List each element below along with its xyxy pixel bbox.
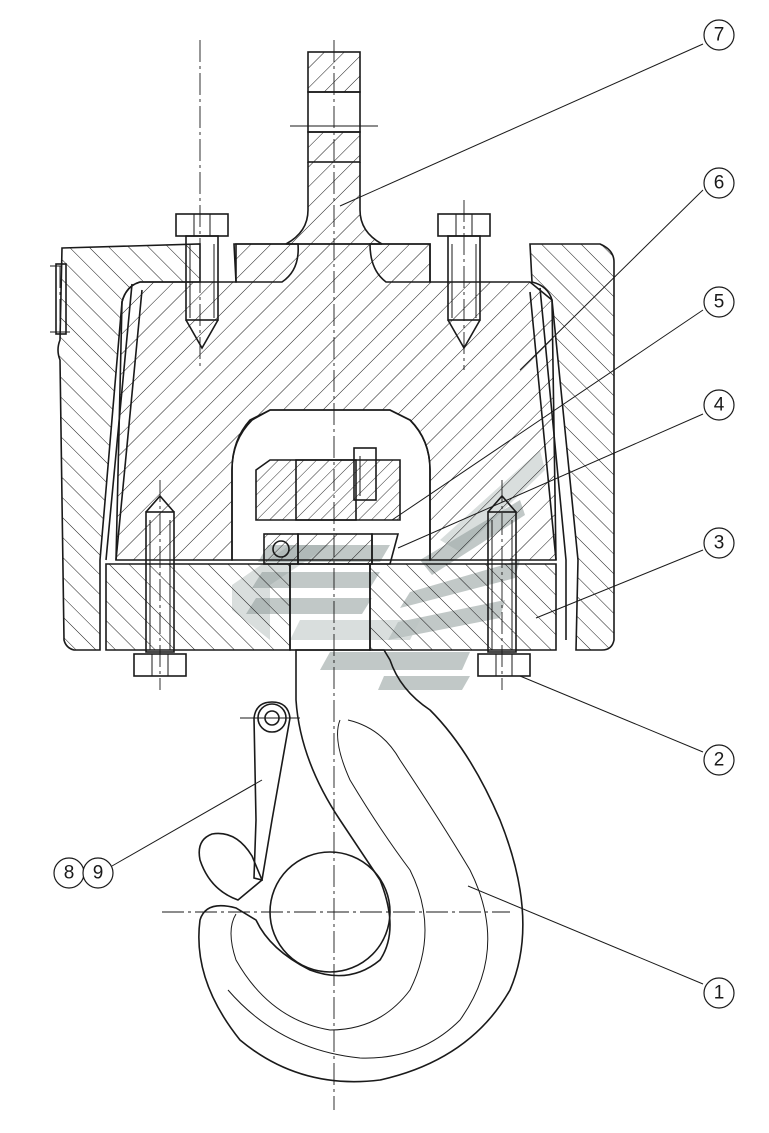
callout-6: 6	[703, 167, 735, 199]
callout-9: 9	[82, 857, 114, 889]
callout-4: 4	[703, 389, 735, 421]
callout-2: 2	[703, 744, 735, 776]
centerlines	[59, 40, 510, 1110]
leader-1	[467, 885, 704, 985]
callout-6-label: 6	[714, 173, 725, 194]
callout-3: 3	[703, 527, 735, 559]
callout-7: 7	[703, 19, 735, 51]
hook	[198, 649, 524, 1083]
leader-2	[519, 675, 704, 753]
bottom-plate	[105, 563, 557, 651]
leader-4	[397, 413, 704, 549]
top-bolt-left	[175, 213, 229, 350]
callout-8: 8	[53, 857, 85, 889]
crosshead-block	[115, 243, 557, 561]
callout-7-label: 7	[714, 25, 725, 46]
leader-6	[519, 189, 704, 371]
callout-5-label: 5	[714, 292, 725, 313]
callout-3-label: 3	[714, 533, 725, 554]
leader-7	[339, 43, 704, 207]
callout-4-label: 4	[714, 395, 725, 416]
leader-3	[535, 549, 704, 619]
leader-5	[391, 309, 704, 521]
leader-8-9	[111, 779, 263, 867]
safety-latch	[240, 701, 300, 881]
callout-1-label: 1	[714, 983, 725, 1004]
callout-9-label: 9	[93, 863, 104, 884]
thrust-bearing	[255, 447, 401, 565]
callout-2-label: 2	[714, 750, 725, 771]
callout-1: 1	[703, 977, 735, 1009]
leader-lines	[111, 43, 704, 985]
callout-5: 5	[703, 286, 735, 318]
callout-8-label: 8	[64, 863, 75, 884]
